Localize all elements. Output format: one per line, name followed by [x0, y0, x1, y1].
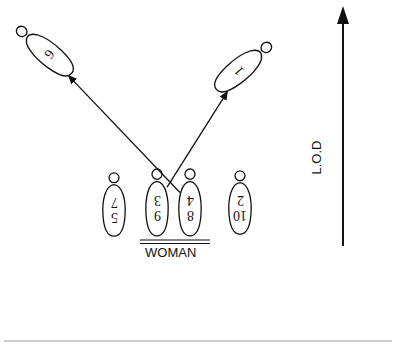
diagram-label: WOMAN	[145, 245, 196, 260]
step-number: 4	[187, 193, 194, 208]
step-number: 9	[154, 208, 161, 223]
step-number: 1	[231, 63, 247, 78]
footprint: 75	[100, 172, 128, 238]
footprint: 210	[226, 170, 254, 236]
step-arrow	[167, 92, 227, 187]
frame-line	[4, 340, 392, 341]
lod-arrowhead	[337, 6, 349, 24]
step-number: 2	[237, 193, 244, 208]
step-number: 7	[111, 195, 118, 210]
footprint: 48	[176, 168, 204, 238]
step-number: 3	[154, 193, 161, 208]
step-arrow	[69, 76, 180, 193]
diagram-label: L.O.D	[309, 141, 324, 175]
footprint: 6	[8, 16, 83, 85]
step-number: 5	[111, 210, 118, 225]
underline	[140, 239, 210, 240]
lod-arrow	[342, 22, 344, 246]
step-number: 10	[233, 208, 247, 223]
step-number: 6	[41, 47, 57, 62]
footprint: 1	[206, 32, 281, 101]
footprint: 39	[143, 168, 171, 238]
step-number: 8	[187, 208, 194, 223]
underline	[140, 243, 210, 244]
